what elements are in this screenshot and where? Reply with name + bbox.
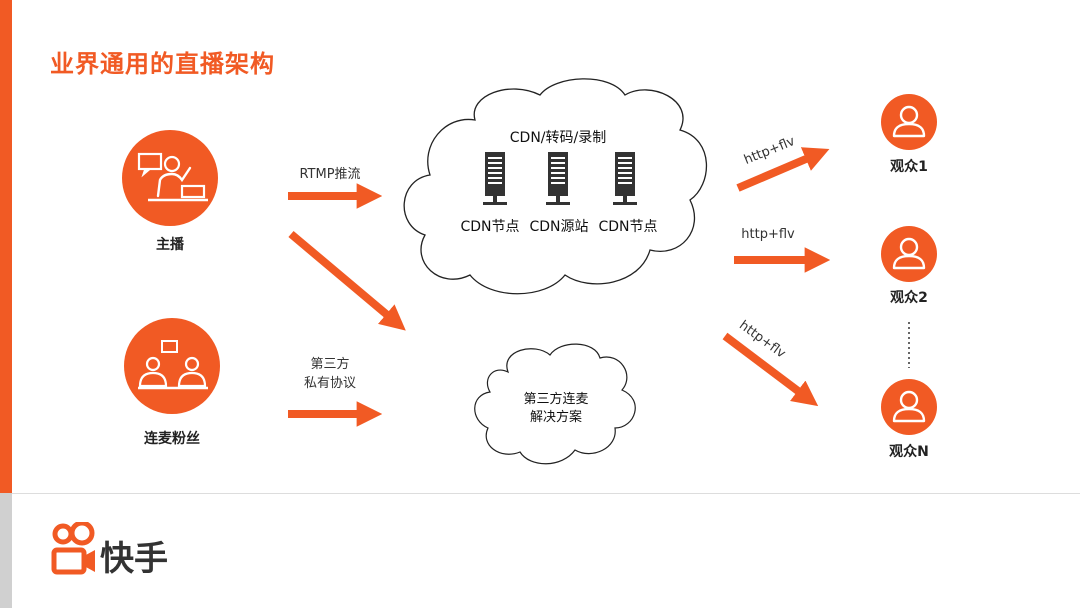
kuaishou-logo-icon <box>51 522 95 575</box>
page-title: 业界通用的直播架构 <box>50 50 275 78</box>
viewer1-label: 观众1 <box>890 159 928 175</box>
cdn-cloud-title: CDN/转码/录制 <box>509 130 607 146</box>
presenter-icon <box>122 130 218 226</box>
mic-cloud <box>474 343 636 465</box>
rtmp-label: RTMP推流 <box>299 167 361 182</box>
arrow-host-to-mic <box>288 230 406 331</box>
cdn-server-label: CDN节点 <box>460 219 520 235</box>
mic-cloud-line2: 解决方案 <box>529 410 583 425</box>
host-label: 主播 <box>156 237 184 253</box>
fans-label: 连麦粉丝 <box>144 431 200 447</box>
cdn-server-label: CDN节点 <box>598 219 658 235</box>
arrows <box>288 147 831 427</box>
footer-accent-bar <box>0 493 12 608</box>
arrow-http-1 <box>736 147 830 192</box>
viewerN-label: 观众N <box>889 444 929 460</box>
mic-cloud-line1: 第三方连麦 <box>523 392 589 407</box>
footer-divider <box>12 493 1080 494</box>
logo-text: 快手 <box>100 539 168 579</box>
cdn-server-label: CDN源站 <box>529 219 589 235</box>
accent-bar <box>0 0 12 493</box>
viewer2-label: 观众2 <box>890 290 928 306</box>
third-party-label-line1: 第三方 <box>310 357 350 372</box>
user-icon <box>879 377 939 437</box>
chatting-users-icon <box>124 318 220 414</box>
user-icon <box>879 92 939 152</box>
arrow-http-3 <box>722 332 819 407</box>
third-party-label-line2: 私有协议 <box>303 376 357 391</box>
user-icon <box>879 224 939 284</box>
http-label-2: http+flv <box>741 227 795 242</box>
